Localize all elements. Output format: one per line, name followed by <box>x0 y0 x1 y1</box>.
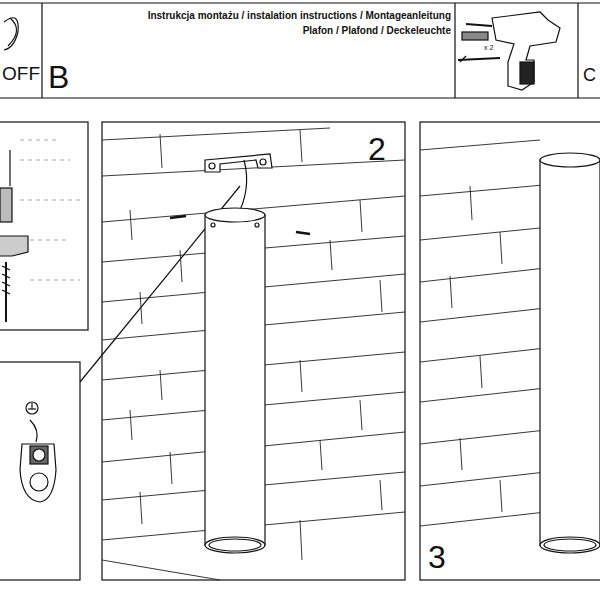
step-letter: C <box>583 66 596 86</box>
product-type: Plafon / Plafond / Deckeleuchte <box>303 25 451 36</box>
step-number: 2 <box>368 132 386 167</box>
step-number: 3 <box>428 540 446 575</box>
step-letter: B <box>48 60 69 95</box>
power-off-label: OFF <box>2 64 40 85</box>
quantity-label: x 2 <box>484 44 493 52</box>
instruction-title: Instrukcja montażu / instalation instruc… <box>148 10 451 21</box>
